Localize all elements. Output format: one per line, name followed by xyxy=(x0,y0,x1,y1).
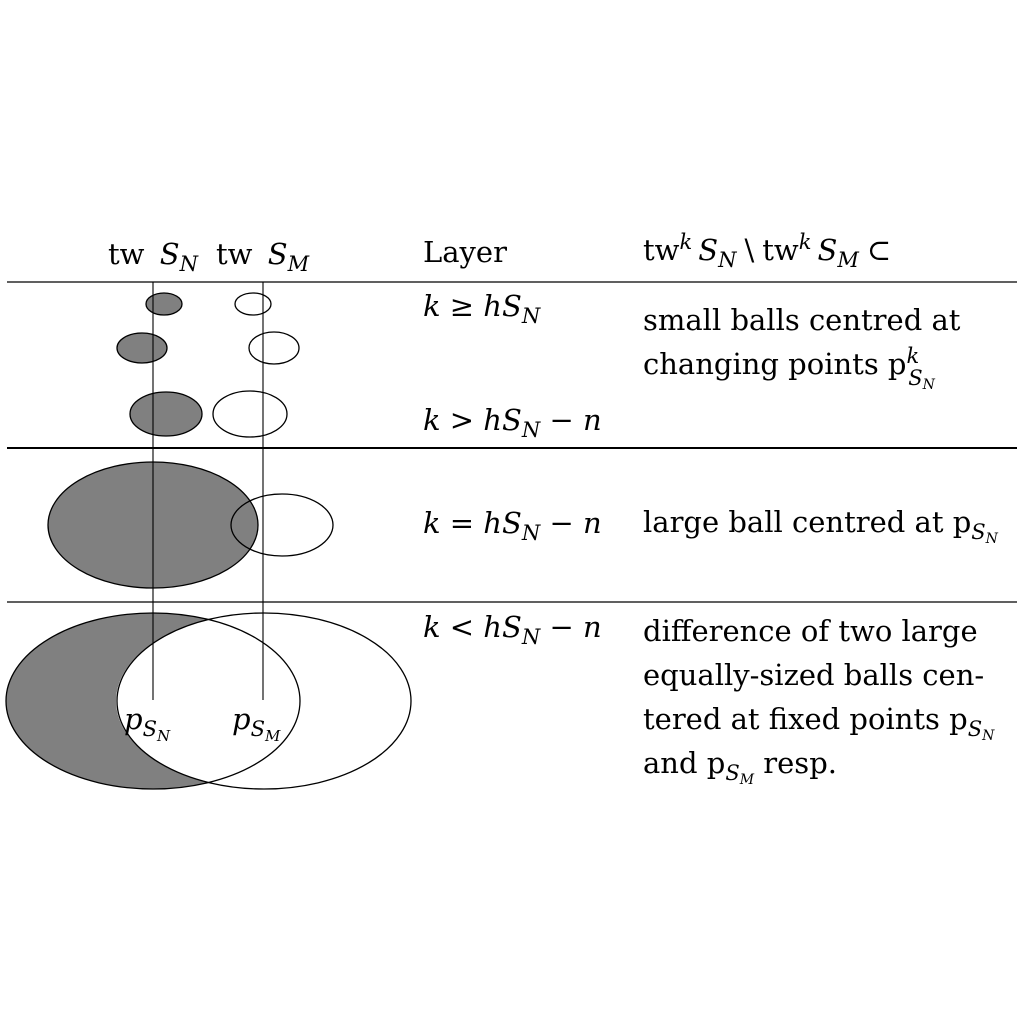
desc-row3-line2: equally-sized balls cen- xyxy=(643,658,984,692)
row-small-balls xyxy=(116,292,300,438)
description-column: small balls centred at changing points p… xyxy=(643,303,999,788)
desc-row3-line4: and pSM resp. xyxy=(643,746,837,788)
point-label-pm: pSM xyxy=(232,702,281,745)
layer-column: k ≥ hSN k > hSN − n k = hSN − n k < hSN … xyxy=(423,289,602,649)
desc-row3-line3: tered at fixed points pSN xyxy=(643,702,995,744)
row-ball-difference xyxy=(5,612,412,790)
desc-row1-line1: small balls centred at xyxy=(643,303,961,337)
small-ball-sm-3 xyxy=(212,390,288,438)
small-ball-sm-2 xyxy=(248,331,300,365)
header-layer: Layer xyxy=(423,235,507,269)
large-ball-sm-outline xyxy=(116,612,412,790)
small-ball-sn-1 xyxy=(145,292,183,316)
header-tw-sm: tw SM xyxy=(216,237,310,276)
desc-row2: large ball centred at pSN xyxy=(643,505,999,547)
point-label-pn: pSN xyxy=(124,702,171,745)
ball-sm-row2 xyxy=(230,493,334,557)
small-ball-sn-3 xyxy=(129,391,203,437)
header-tw-sn: tw SN xyxy=(108,237,199,276)
layer-k-eq: k = hSN − n xyxy=(423,506,602,545)
desc-row3-line1: difference of two large xyxy=(643,614,978,648)
small-ball-sm-1 xyxy=(234,292,272,316)
layer-k-gt: k > hSN − n xyxy=(423,403,602,442)
row-large-ball xyxy=(47,461,334,589)
layer-k-lt: k < hSN − n xyxy=(423,610,602,649)
small-ball-sn-2 xyxy=(116,332,168,364)
layer-k-geq: k ≥ hSN xyxy=(423,289,541,328)
